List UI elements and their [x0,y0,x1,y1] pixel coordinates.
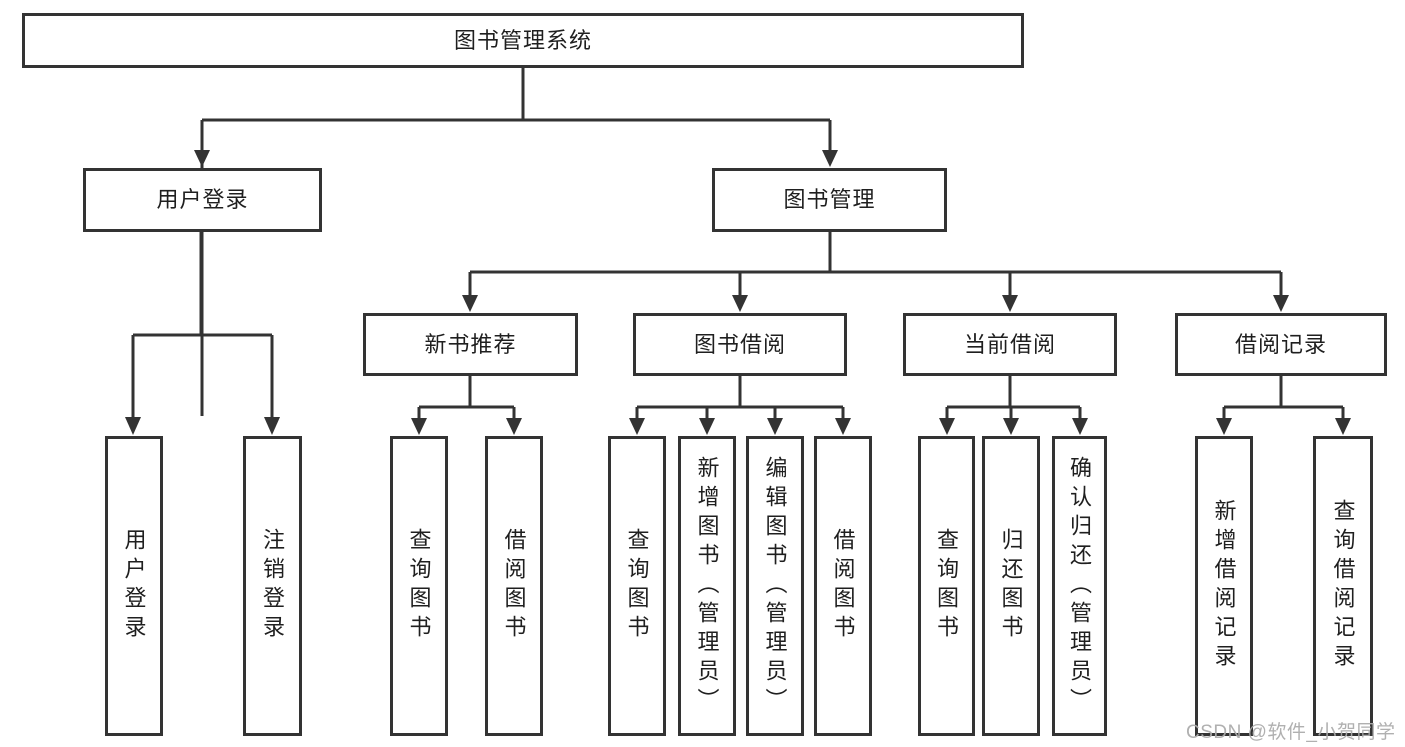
connector-bookmgmt-level3 [468,232,1283,297]
connector-bookborrow-children [635,376,845,419]
node-bookborrow-add-book: 新增图书（管理员） [678,436,736,736]
node-logout-label: 注销登录 [260,528,286,644]
node-bookborrow-borrow-book: 借阅图书 [814,436,872,736]
node-currentborrow-return-book: 归还图书 [982,436,1040,736]
node-root-label: 图书管理系统 [453,27,592,53]
node-currentborrow-return-book-label: 归还图书 [998,528,1024,644]
node-borrowrecords-query-record: 查询借阅记录 [1313,436,1373,736]
node-currentborrow-confirm-return-label: 确认归还（管理员） [1067,455,1093,717]
node-borrowrecords-add-record-label: 新增借阅记录 [1211,499,1237,673]
connector-newbook-children [417,376,516,419]
node-currentborrow-query-book: 查询图书 [918,436,975,736]
connector-userlogin-children [131,232,274,419]
node-user-login-group: 用户登录 [83,168,322,232]
node-newbook-query-book-label: 查询图书 [406,528,432,644]
node-book-management: 图书管理 [712,168,947,232]
node-bookborrow-edit-book: 编辑图书（管理员） [746,436,804,736]
node-current-borrow-label: 当前借阅 [963,331,1056,357]
node-borrowrecords-add-record: 新增借阅记录 [1195,436,1253,736]
node-user-login: 用户登录 [105,436,163,736]
node-user-login-group-label: 用户登录 [156,187,249,212]
node-book-borrow: 图书借阅 [633,313,847,376]
node-bookborrow-query-book-label: 查询图书 [624,528,650,644]
node-new-book-recommend-label: 新书推荐 [424,331,517,357]
node-book-borrow-label: 图书借阅 [693,331,786,357]
node-borrow-records-label: 借阅记录 [1234,331,1327,357]
node-bookborrow-query-book: 查询图书 [608,436,666,736]
node-bookborrow-add-book-label: 新增图书（管理员） [694,455,720,717]
node-newbook-borrow-book: 借阅图书 [485,436,543,736]
node-bookborrow-edit-book-label: 编辑图书（管理员） [762,455,788,717]
node-user-login-label: 用户登录 [121,528,147,644]
node-bookborrow-borrow-book-label: 借阅图书 [830,528,856,644]
node-current-borrow: 当前借阅 [903,313,1117,376]
node-currentborrow-confirm-return: 确认归还（管理员） [1052,436,1107,736]
node-borrowrecords-query-record-label: 查询借阅记录 [1330,499,1356,673]
node-newbook-borrow-book-label: 借阅图书 [501,528,527,644]
arrowheads [125,150,1351,435]
connector-borrowrecords-children [1222,376,1345,419]
node-new-book-recommend: 新书推荐 [363,313,578,376]
node-book-management-label: 图书管理 [783,187,876,212]
connector-root-level2 [200,68,832,416]
node-borrow-records: 借阅记录 [1175,313,1387,376]
watermark-text: CSDN @软件_小贺同学 [1186,722,1396,743]
connector-currentborrow-children [945,376,1082,419]
node-newbook-query-book: 查询图书 [390,436,448,736]
node-root: 图书管理系统 [22,13,1024,68]
node-currentborrow-query-book-label: 查询图书 [934,528,960,644]
node-logout: 注销登录 [243,436,302,736]
